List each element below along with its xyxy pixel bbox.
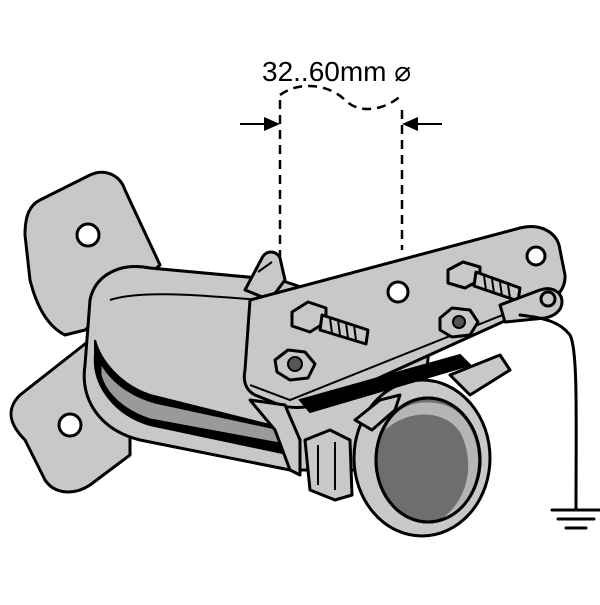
pipe-ring-front (352, 378, 492, 538)
nut-front-center (438, 306, 480, 339)
bracket-hole-upper (75, 222, 101, 248)
bracket-hole-lower (57, 412, 83, 438)
ground-symbol-icon (550, 503, 600, 530)
clamp-strap (248, 398, 354, 502)
nut-front-left (273, 348, 317, 382)
mast-outline-dashed (278, 84, 404, 270)
dimension-arrows (240, 117, 442, 131)
plate-hole-center (386, 280, 410, 304)
locking-tab (243, 250, 287, 302)
bolt-right (446, 260, 522, 303)
plate-support (298, 353, 512, 414)
plate-hole-right (525, 245, 547, 267)
bolt-left (290, 300, 370, 346)
diameter-range-label: 32..60mm ⌀ (262, 56, 412, 87)
earth-terminal (498, 287, 578, 507)
